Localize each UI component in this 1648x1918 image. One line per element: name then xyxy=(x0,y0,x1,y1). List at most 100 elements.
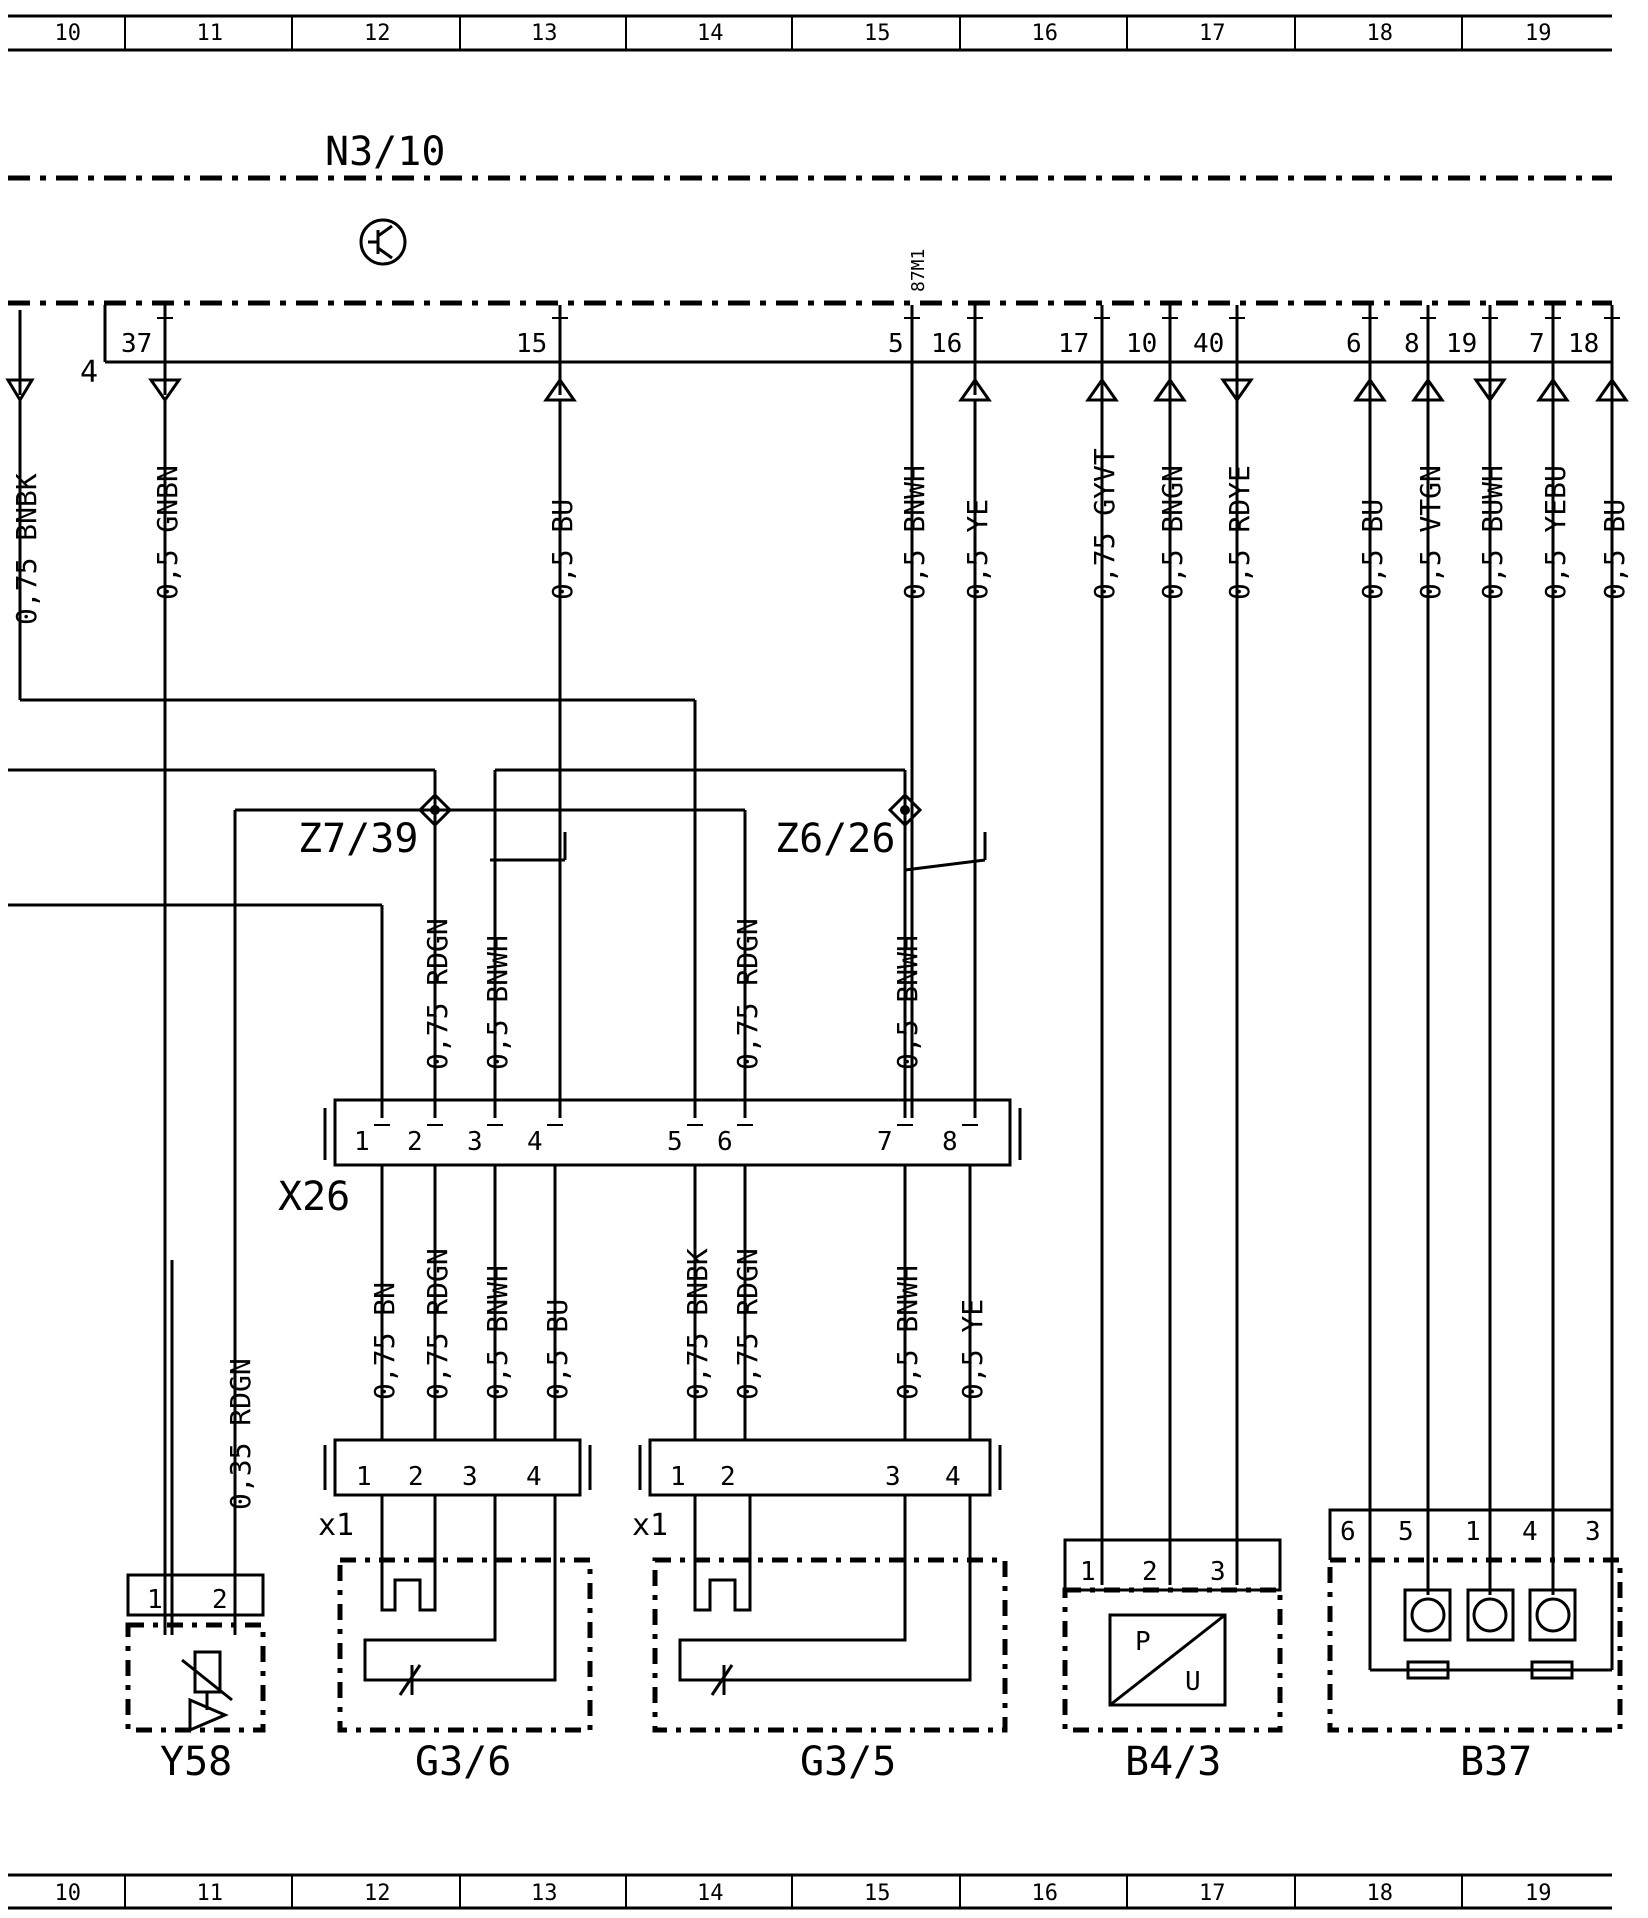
svg-text:Z6/26: Z6/26 xyxy=(775,816,895,862)
bus-pin-18: 18 0,5 BU xyxy=(1568,305,1631,600)
x26-pin-2: 2 xyxy=(407,1127,423,1157)
wire-label-18: 0,5 BU xyxy=(1598,499,1631,600)
x26-lower-wire-8: 0,5 YE xyxy=(956,1299,989,1400)
transistor-icon xyxy=(359,218,407,266)
wire-label-15: 0,5 BU xyxy=(546,499,579,600)
svg-text:1: 1 xyxy=(1080,1557,1096,1587)
ruler-cell-17: 17 xyxy=(1199,21,1226,46)
wire-label-7: 0,5 YEBU xyxy=(1539,465,1572,600)
svg-text:6: 6 xyxy=(1346,329,1362,359)
ruler-cell-16: 16 xyxy=(1032,1881,1059,1906)
ruler-cell-18: 18 xyxy=(1367,1881,1394,1906)
bus-pin-16: 16 0,5 YE xyxy=(931,305,994,1118)
wire-label-19: 0,5 BUWH xyxy=(1476,465,1509,600)
svg-text:4: 4 xyxy=(945,1462,961,1492)
bus-pin-15: 15 0,5 BU xyxy=(516,305,579,1118)
svg-text:5: 5 xyxy=(888,329,904,359)
svg-text:2: 2 xyxy=(720,1462,736,1492)
ruler-cell-11: 11 xyxy=(197,1881,224,1906)
ruler-cell-19: 19 xyxy=(1525,21,1552,46)
x26-upper-wire-3: 0,75 RDGN xyxy=(731,918,764,1070)
svg-text:16: 16 xyxy=(931,329,962,359)
component-y58: 1 2 Y58 0,35 RDGN xyxy=(125,1260,266,1785)
module-label: N3/10 xyxy=(325,129,445,175)
x26-pin-4: 4 xyxy=(527,1127,543,1157)
wire-label-17: 0,75 GYVT xyxy=(1088,448,1121,600)
svg-text:3: 3 xyxy=(885,1462,901,1492)
wire-label-37: 0,5 GNBN xyxy=(151,465,184,600)
bus-pin-40: 40 0,5 RDYE xyxy=(1193,305,1256,600)
ruler-cell-18: 18 xyxy=(1367,21,1394,46)
svg-text:x1: x1 xyxy=(318,1508,354,1543)
bus-pin-6: 6 0,5 BU xyxy=(1346,305,1389,600)
component-b4-3: 1 2 3 P U B4/3 xyxy=(1062,370,1283,1785)
ruler-cell-15: 15 xyxy=(864,21,891,46)
svg-text:0,35 RDGN: 0,35 RDGN xyxy=(224,1358,257,1510)
top-ruler: 10 11 12 13 14 15 16 17 18 19 xyxy=(8,14,1612,52)
svg-text:4: 4 xyxy=(1522,1517,1538,1547)
ruler-cell-11: 11 xyxy=(197,21,224,46)
x26-lower-wire-7: 0,5 BNWH xyxy=(891,1265,924,1400)
svg-text:2: 2 xyxy=(408,1462,424,1492)
wire-label-6: 0,5 BU xyxy=(1356,499,1389,600)
svg-text:X26: X26 xyxy=(278,1174,350,1220)
svg-text:37: 37 xyxy=(121,329,152,359)
x26-pin-1: 1 xyxy=(354,1127,370,1157)
svg-text:3: 3 xyxy=(462,1462,478,1492)
svg-text:Z7/39: Z7/39 xyxy=(298,816,418,862)
svg-text:5: 5 xyxy=(1398,1517,1414,1547)
bus-pin-37: 37 0,5 GNBN xyxy=(121,305,184,1635)
bus-label: 4 xyxy=(80,355,98,390)
svg-text:6: 6 xyxy=(1340,1517,1356,1547)
wire-label-16: 0,5 YE xyxy=(961,499,994,600)
wire-label-40: 0,5 RDYE xyxy=(1223,465,1256,600)
x26-pin-8: 8 xyxy=(942,1127,958,1157)
x26-lower-wire-6: 0,75 RDGN xyxy=(731,1248,764,1400)
ruler-cell-16: 16 xyxy=(1032,21,1059,46)
bus-pin-7: 7 0,5 YEBU xyxy=(1529,305,1572,600)
ruler-cell-12: 12 xyxy=(364,21,391,46)
x26-pin-3: 3 xyxy=(467,1127,483,1157)
svg-text:15: 15 xyxy=(516,329,547,359)
x26-upper-wire-4: 0,5 BNWH xyxy=(891,935,924,1070)
ruler-cell-10: 10 xyxy=(55,21,82,46)
x26-lower-wire-3: 0,5 BNWH xyxy=(481,1265,514,1400)
component-b37: 6 5 1 4 3 B37 xyxy=(1327,370,1623,1785)
svg-text:P: P xyxy=(1135,1627,1151,1657)
splice-z7-39: Z7/39 xyxy=(298,792,453,862)
ruler-cell-13: 13 xyxy=(531,21,558,46)
svg-text:7: 7 xyxy=(1529,329,1545,359)
svg-text:3: 3 xyxy=(1210,1557,1226,1587)
svg-text:4: 4 xyxy=(526,1462,542,1492)
svg-text:B4/3: B4/3 xyxy=(1125,1739,1221,1785)
svg-text:40: 40 xyxy=(1193,329,1224,359)
x26-upper-wire-1: 0,75 RDGN xyxy=(421,918,454,1070)
svg-text:17: 17 xyxy=(1058,329,1089,359)
component-g3-6: 1 2 3 4 x1 G3/6 xyxy=(318,1438,593,1785)
splice-z6-26: Z6/26 xyxy=(775,792,923,862)
ruler-cell-19: 19 xyxy=(1525,1881,1552,1906)
svg-text:G3/6: G3/6 xyxy=(415,1739,511,1785)
component-g3-5: 1 2 3 4 x1 G3/5 xyxy=(632,1438,1008,1785)
bus-pin-17: 17 0,75 GYVT xyxy=(1058,305,1121,600)
bus-pin-19: 190,5 BUWH xyxy=(1446,305,1509,600)
svg-text:x1: x1 xyxy=(632,1508,668,1543)
svg-text:8: 8 xyxy=(1404,329,1420,359)
bus-pin-8: 80,5 VTGN xyxy=(1404,305,1447,600)
svg-text:2: 2 xyxy=(212,1585,228,1615)
svg-text:3: 3 xyxy=(1585,1517,1601,1547)
ruler-cell-14: 14 xyxy=(697,1881,724,1906)
svg-text:1: 1 xyxy=(147,1585,163,1615)
svg-text:10: 10 xyxy=(1126,329,1157,359)
ruler-cell-13: 13 xyxy=(531,1881,558,1906)
ruler-cell-17: 17 xyxy=(1199,1881,1226,1906)
wire-label-bnbk: 0,75 BNBK xyxy=(10,473,43,625)
svg-text:18: 18 xyxy=(1568,329,1599,359)
x26-upper-wire-2: 0,5 BNWH xyxy=(481,935,514,1070)
ruler-cell-14: 14 xyxy=(697,21,724,46)
svg-text:1: 1 xyxy=(356,1462,372,1492)
svg-text:B37: B37 xyxy=(1460,1739,1532,1785)
